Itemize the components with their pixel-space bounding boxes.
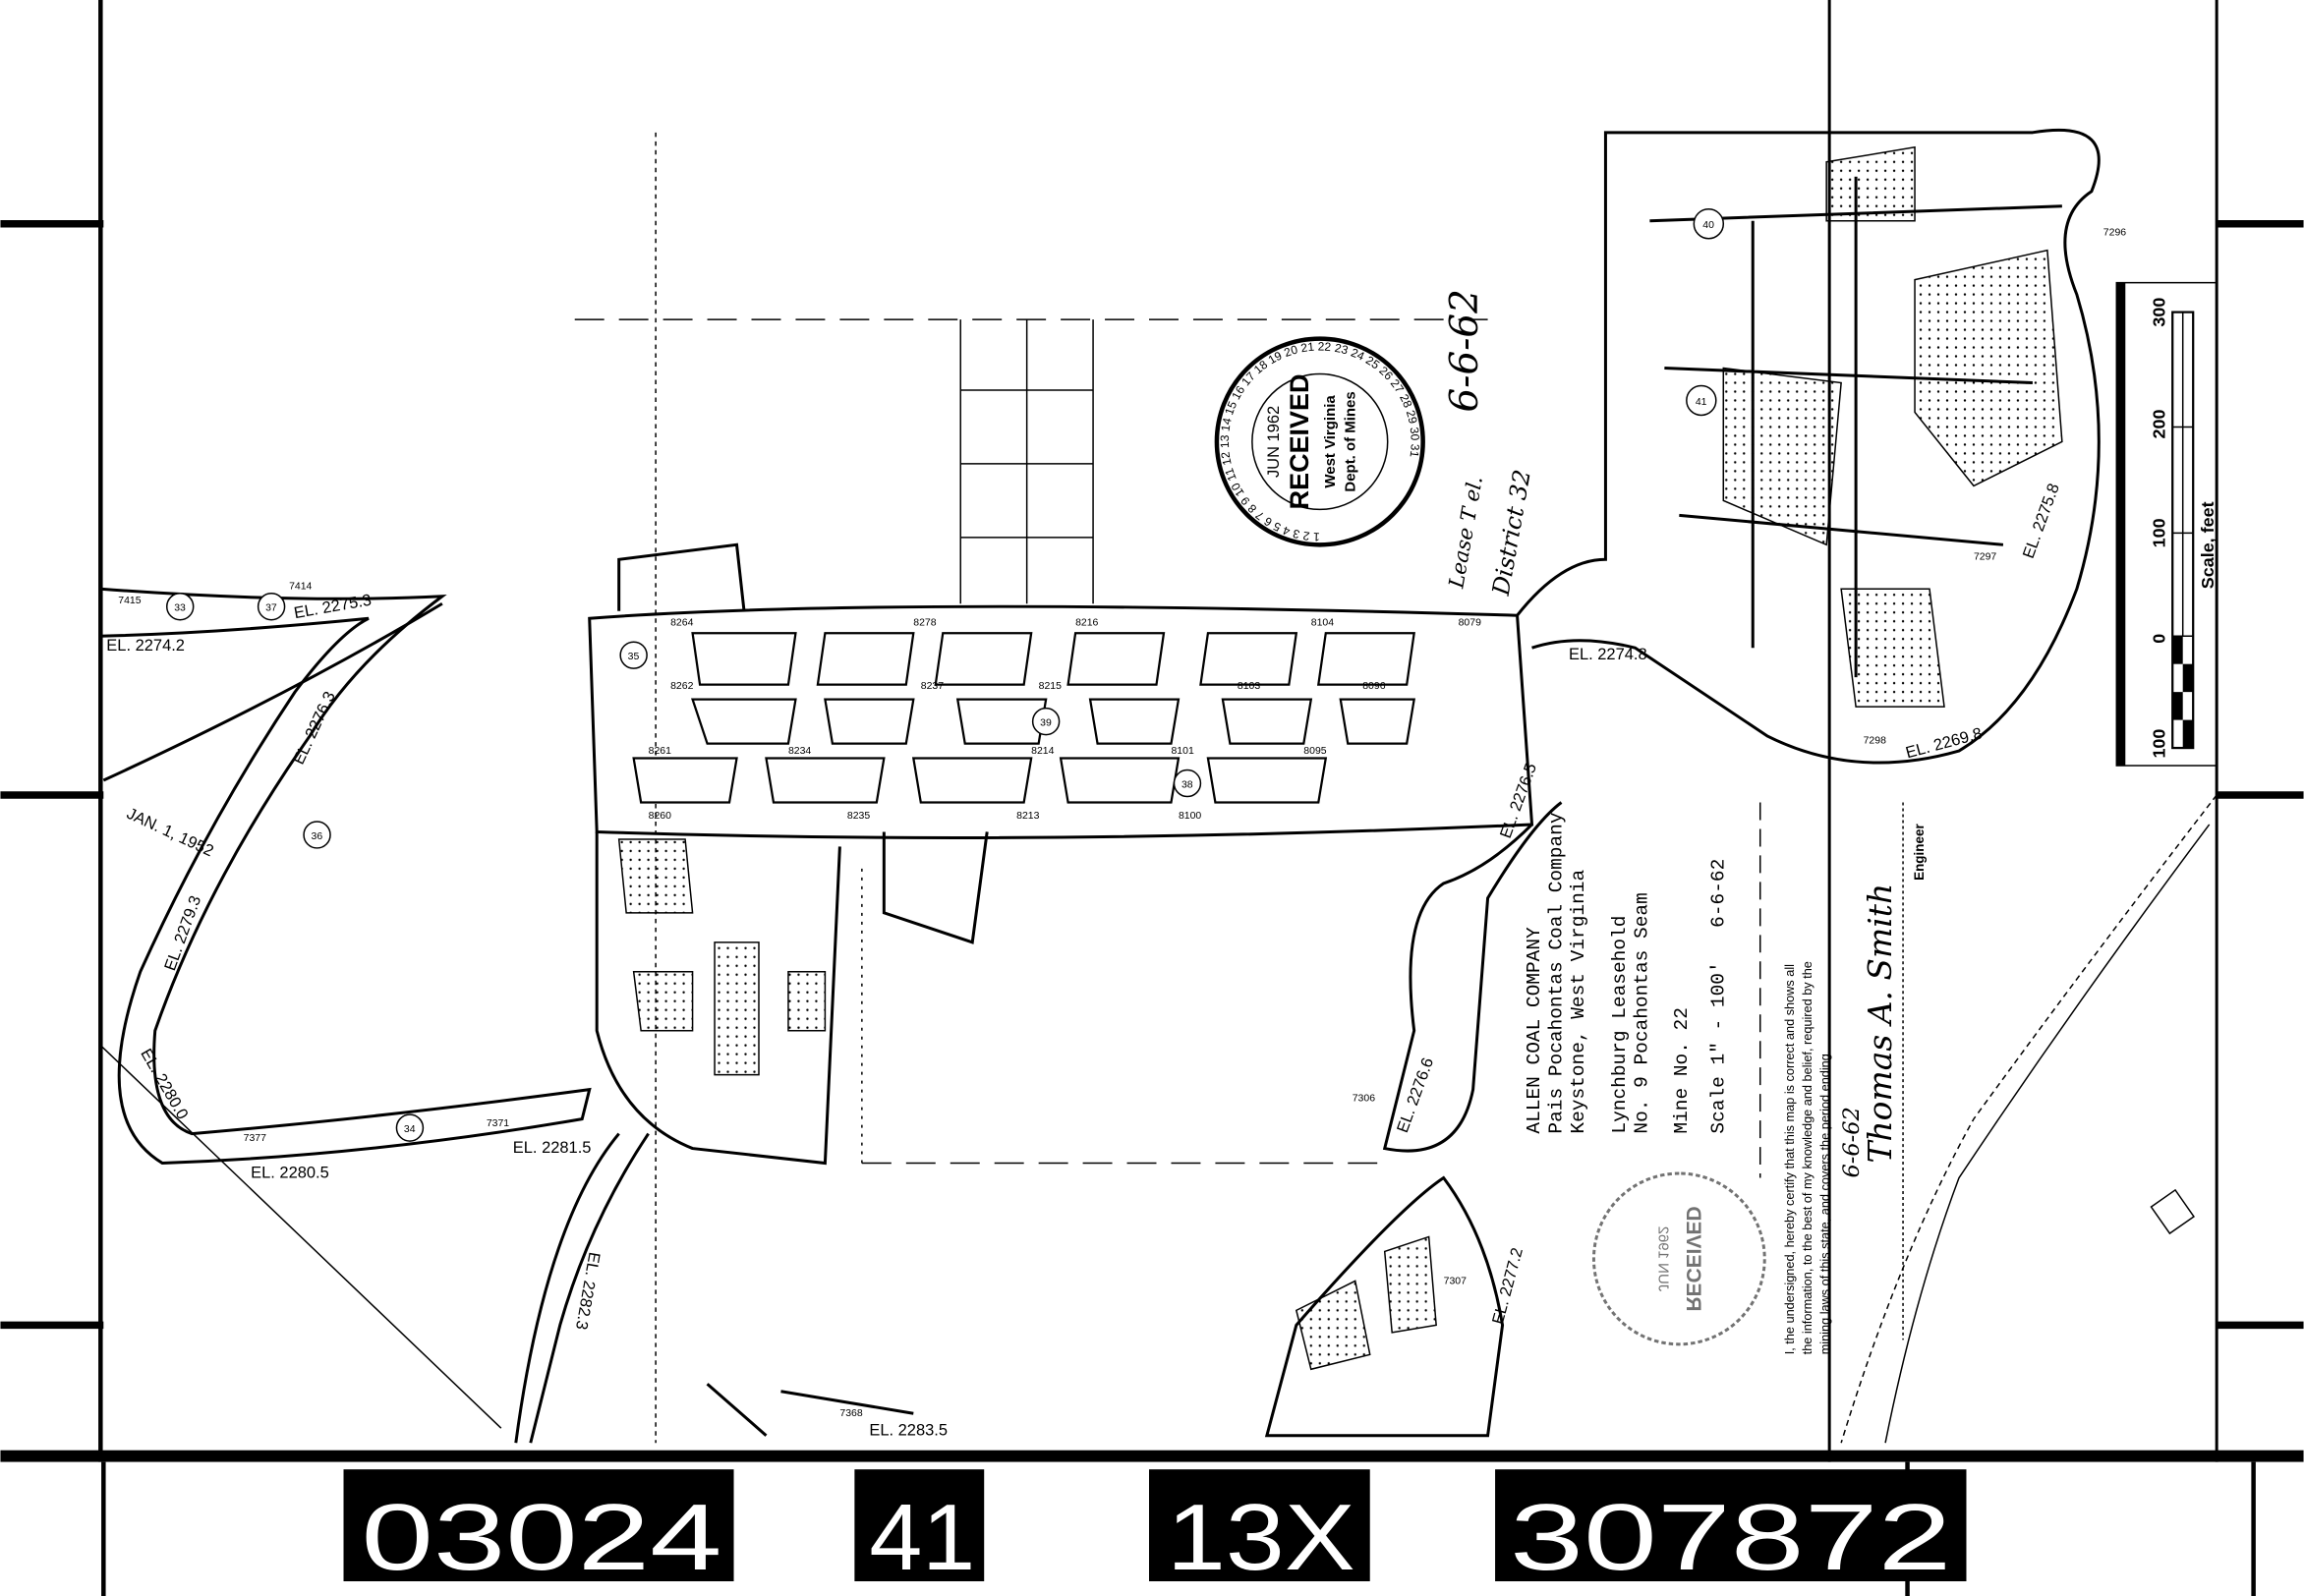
elevation-label: EL. 2283.5 [869, 1422, 948, 1440]
map-label: Engineer [1912, 824, 1927, 881]
map-label: Pais Pocahontas Coal Company [1545, 812, 1567, 1133]
received-stamp: JUN 1962 RECEIVED West Virginia Dept. of… [1214, 336, 1425, 547]
pillars [632, 632, 1415, 804]
map-label: 300 [2150, 298, 2169, 327]
film-code: 41 [869, 1485, 975, 1590]
main-entries [588, 128, 2101, 1438]
map-label: 8214 [1031, 746, 1054, 757]
map-label: 8264 [670, 618, 693, 629]
section-markers: 33 37 35 36 34 38 39 40 41 [165, 207, 1725, 1142]
map-label: Lynchburg Leasehold [1609, 916, 1631, 1134]
date-line-label: JAN. 1, 1952 [124, 805, 216, 861]
map-label: Mine No. 22 [1671, 1007, 1693, 1134]
map-label: JUN 1962 [1265, 406, 1283, 478]
map-label: District 32 [1487, 468, 1536, 598]
map-label: 35 [628, 652, 640, 662]
map-label: 100 [2150, 518, 2169, 547]
handwritten-notes: 6-6-62 District 32 Lease T el. [1443, 289, 1536, 598]
map-label: 7368 [839, 1408, 862, 1419]
map-label: mining laws of this state, and covers th… [1817, 1054, 1832, 1354]
map-label: Scale 1" - 100' [1707, 961, 1729, 1133]
elevation-label: EL. 2281.5 [513, 1139, 592, 1157]
map-label: 36 [312, 831, 323, 842]
outcrop-lines [1840, 794, 2218, 1444]
map-label: 8101 [1171, 746, 1193, 757]
map-label: 39 [1040, 718, 1052, 729]
map-label: 0 [2150, 634, 2169, 644]
map-label: No. 9 Pocahontas Seam [1631, 892, 1652, 1133]
elevation-label: EL. 2275.8 [2020, 482, 2063, 561]
elevation-label: EL. 2274.2 [106, 637, 185, 655]
map-label: 200 [2150, 409, 2169, 438]
map-label: 7414 [289, 581, 312, 592]
map-label: 7297 [1974, 551, 1996, 562]
map-label: RECEIVED [1285, 374, 1314, 510]
map-label: 7371 [487, 1118, 509, 1129]
map-label: 33 [174, 603, 186, 614]
map-label: 8095 [1303, 746, 1326, 757]
map-label: 8260 [649, 811, 671, 822]
map-label: 8096 [1362, 681, 1385, 692]
map-label: 8278 [913, 618, 936, 629]
elevation-label: EL. 2282.3 [572, 1251, 604, 1332]
map-label: 6-6-62 [1443, 289, 1487, 412]
map-label: JUN 1962 [1654, 1226, 1671, 1292]
map-label: 37 [265, 603, 277, 614]
map-label: 40 [1702, 220, 1714, 231]
map-label: Scale, feet [2198, 501, 2218, 589]
map-label: 8234 [788, 746, 811, 757]
map-label: 7296 [2103, 228, 2126, 239]
film-code-strip: 03024 41 13X 307872 [0, 1450, 2304, 1596]
film-code: 03024 [361, 1485, 721, 1590]
map-label: RECEIVED [1682, 1206, 1704, 1311]
map-label: 8104 [1311, 618, 1334, 629]
gob-areas [617, 145, 2063, 1371]
map-label: Keystone, West Virginia [1568, 870, 1589, 1134]
map-label: 8216 [1075, 618, 1098, 629]
elevation-label: EL. 2276.6 [1394, 1055, 1437, 1135]
map-label: 7306 [1353, 1094, 1375, 1105]
map-label: 8262 [670, 681, 693, 692]
map-label: 8100 [1179, 811, 1201, 822]
engineer-signature: Thomas A. Smith [1861, 884, 1899, 1164]
map-label: 38 [1181, 780, 1193, 791]
elevation-label: EL. 2274.8 [1569, 646, 1647, 663]
map-label: Lease T el. [1444, 475, 1487, 592]
map-label: 7377 [244, 1133, 266, 1144]
map-label: the information, to the best of my knowl… [1800, 961, 1814, 1354]
film-code: 13X [1167, 1485, 1355, 1590]
map-label: 8079 [1459, 618, 1481, 629]
signature-date: 6-6-62 [1839, 1107, 1865, 1177]
map-label: Dept. of Mines [1343, 391, 1359, 491]
received-stamp-reverse: RECEIVED JUN 1962 [1591, 1171, 1766, 1346]
map-label: 8237 [921, 681, 944, 692]
map-label: 7415 [118, 596, 141, 606]
company-name: ALLEN COAL COMPANY [1524, 927, 1545, 1134]
map-label: I, the undersigned, hereby certify that … [1782, 964, 1797, 1354]
map-label: West Virginia [1322, 395, 1339, 488]
map-label: 6-6-62 [1707, 859, 1729, 928]
map-label: 7307 [1444, 1276, 1467, 1286]
elevation-label: EL. 2275.3 [293, 592, 374, 623]
map-label: 100 [2150, 729, 2169, 759]
scale-bar: 100 0 100 200 300 Scale, feet [2115, 281, 2218, 767]
map-label: 34 [404, 1124, 416, 1135]
survey-stations: 7415 7414 7371 7377 8264 8262 8261 8260 … [118, 228, 2126, 1420]
film-code: 307872 [1510, 1485, 1951, 1590]
elevation-label: EL. 2269.8 [1904, 724, 1985, 762]
map-label: 8213 [1016, 811, 1039, 822]
certification: I, the undersigned, hereby certify that … [1782, 802, 1927, 1354]
map-label: 8215 [1039, 681, 1062, 692]
elevation-label: EL. 2276.3 [290, 689, 339, 768]
map-label: 7298 [1864, 736, 1886, 747]
map-label: 8235 [847, 811, 870, 822]
map-label: 41 [1696, 397, 1707, 408]
elevation-label: EL. 2280.5 [251, 1165, 329, 1182]
map-label: 8261 [649, 746, 671, 757]
map-label: 8103 [1238, 681, 1260, 692]
title-block: ALLEN COAL COMPANY Pais Pocahontas Coal … [1524, 802, 1761, 1178]
curved-entries [100, 587, 914, 1444]
